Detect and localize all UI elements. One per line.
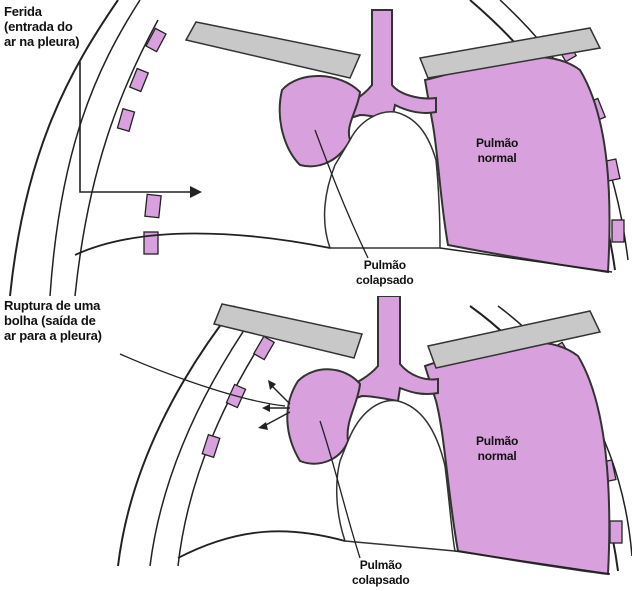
left-chest-wall	[118, 306, 235, 566]
panel-bubble-rupture: Ruptura de uma bolha (saída de ar para a…	[0, 296, 632, 591]
mediastinum-outline	[337, 401, 455, 551]
label-line: colapsado	[356, 273, 414, 288]
annotation-line: Ruptura de uma	[4, 298, 102, 313]
thorax-illustration-top	[0, 0, 632, 296]
label-line: colapsado	[352, 573, 410, 588]
pleural-base	[75, 233, 330, 255]
clavicle-left	[186, 22, 360, 78]
label-line: Pulmão	[476, 434, 518, 449]
label-line: normal	[476, 151, 518, 166]
annotation-line: bolha (saída de	[4, 313, 102, 328]
wound-arrow-head	[190, 186, 202, 198]
collapsed-lung-label: Pulmão colapsado	[356, 258, 414, 288]
panel-wound: Ferida (entrada do ar na pleura) Pulmão …	[0, 0, 632, 296]
normal-lung-label: Pulmão normal	[476, 136, 518, 166]
left-ribs	[117, 28, 166, 254]
label-line: Pulmão	[356, 258, 414, 273]
normal-lung-label: Pulmão normal	[476, 434, 518, 464]
rupture-pointer	[120, 354, 285, 406]
label-line: normal	[476, 449, 518, 464]
annotation-line: (entrada do	[4, 19, 79, 34]
wound-annotation: Ferida (entrada do ar na pleura)	[4, 4, 79, 49]
label-line: Pulmão	[476, 136, 518, 151]
rupture-annotation: Ruptura de uma bolha (saída de ar para a…	[4, 298, 102, 343]
annotation-line: ar na pleura)	[4, 34, 79, 49]
annotation-line: ar para a pleura)	[4, 328, 102, 343]
air-leak-arrow-down	[264, 412, 290, 426]
pleural-base	[178, 531, 345, 558]
clavicle-left	[214, 304, 362, 358]
collapsed-lung-label: Pulmão colapsado	[352, 558, 410, 588]
label-line: Pulmão	[352, 558, 410, 573]
annotation-line: Ferida	[4, 4, 79, 19]
